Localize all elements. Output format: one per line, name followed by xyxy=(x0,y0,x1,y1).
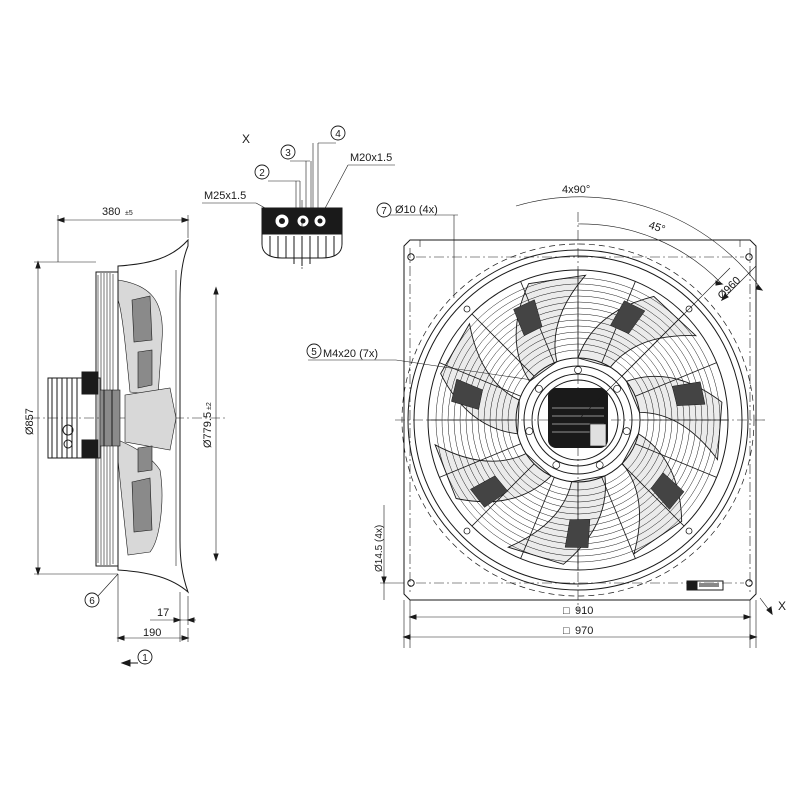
hub-screw xyxy=(622,427,631,435)
dim-857: Ø857 xyxy=(24,408,36,435)
hub-screws xyxy=(525,366,631,469)
thread-m25: M25x1.5 xyxy=(204,190,246,202)
hub-screw xyxy=(525,427,534,435)
screw-label: M4x20 (7x) xyxy=(323,348,378,360)
view-x-label: X xyxy=(242,132,250,146)
grille-mount-hole xyxy=(463,305,471,313)
svg-text:3: 3 xyxy=(285,148,291,159)
svg-text:6: 6 xyxy=(89,596,95,607)
impeller-blade xyxy=(440,322,520,435)
grille-mount-hole xyxy=(463,527,471,535)
dim-970: 970 xyxy=(575,625,593,637)
blade-winglet xyxy=(671,381,706,406)
svg-text:1: 1 xyxy=(142,653,148,664)
dim-779: Ø779.5 xyxy=(202,412,214,448)
hub-screw xyxy=(574,366,582,374)
hub-screw xyxy=(535,384,543,393)
dim-190: 190 xyxy=(143,627,161,639)
callout-2: 2 xyxy=(254,164,270,180)
blade-winglet xyxy=(470,475,509,508)
impeller-blade xyxy=(434,443,552,503)
dim-910: 910 xyxy=(575,605,593,617)
svg-text:4: 4 xyxy=(335,129,341,140)
dim-960: Ø960 xyxy=(716,275,744,303)
callout-7: 7 xyxy=(376,202,392,218)
dim-380: 380 xyxy=(102,206,120,218)
thread-m20: M20x1.5 xyxy=(350,152,392,164)
svg-text:7: 7 xyxy=(381,206,387,217)
angle-4x90: 4x90° xyxy=(562,184,590,196)
angle-45: 45° xyxy=(647,219,667,236)
side-view: 380 ±5 Ø857 Ø779.5 ±2 xyxy=(24,206,226,667)
callout-5: 5 xyxy=(306,343,322,359)
blade-winglet xyxy=(650,472,685,510)
grille-spoke xyxy=(621,463,685,527)
dim-17: 17 xyxy=(157,607,169,619)
cable-glands xyxy=(274,213,327,229)
callout-6: 6 xyxy=(84,592,100,608)
svg-text:2: 2 xyxy=(259,168,265,179)
view-x-label-right: X xyxy=(778,599,786,613)
blade-winglet xyxy=(564,519,591,548)
impeller-blade xyxy=(577,295,698,368)
grille-mount-hole xyxy=(685,527,693,535)
svg-text:5: 5 xyxy=(311,347,317,358)
terminal-box-view: X M25x1.5 M20x1.5 xyxy=(202,132,395,272)
hub-screw xyxy=(613,384,621,393)
hole-14-label: Ø14.5 (4x) xyxy=(374,525,385,572)
square-970-symbol: □ xyxy=(563,625,570,637)
hub-screw xyxy=(595,461,604,469)
impeller-blades xyxy=(434,274,723,565)
callout-4: 4 xyxy=(330,125,346,141)
grille-spoke xyxy=(471,463,535,527)
dim-779-tolerance: ±2 xyxy=(206,402,213,410)
grille-spoke xyxy=(635,362,717,397)
callout-1: 1 xyxy=(137,649,153,665)
square-910-symbol: □ xyxy=(563,605,570,617)
blade-winglet xyxy=(610,300,646,335)
callout-3: 3 xyxy=(280,144,296,160)
box-fins xyxy=(269,236,335,266)
grille-spoke xyxy=(471,313,535,377)
impeller-blade xyxy=(621,433,683,555)
grille-spoke xyxy=(601,477,636,559)
hub-screw xyxy=(552,461,561,469)
hole-10-label: Ø10 (4x) xyxy=(395,204,438,216)
dim-380-tolerance: ±5 xyxy=(125,210,133,217)
blade-winglet xyxy=(451,378,483,410)
blade-winglet xyxy=(513,299,543,337)
grille-spoke xyxy=(635,443,717,478)
front-view: Ø10 (4x) M4x20 (7x) Ø14.5 (4x) 4x90° 45°… xyxy=(308,184,786,648)
grille-spoke xyxy=(520,477,555,559)
